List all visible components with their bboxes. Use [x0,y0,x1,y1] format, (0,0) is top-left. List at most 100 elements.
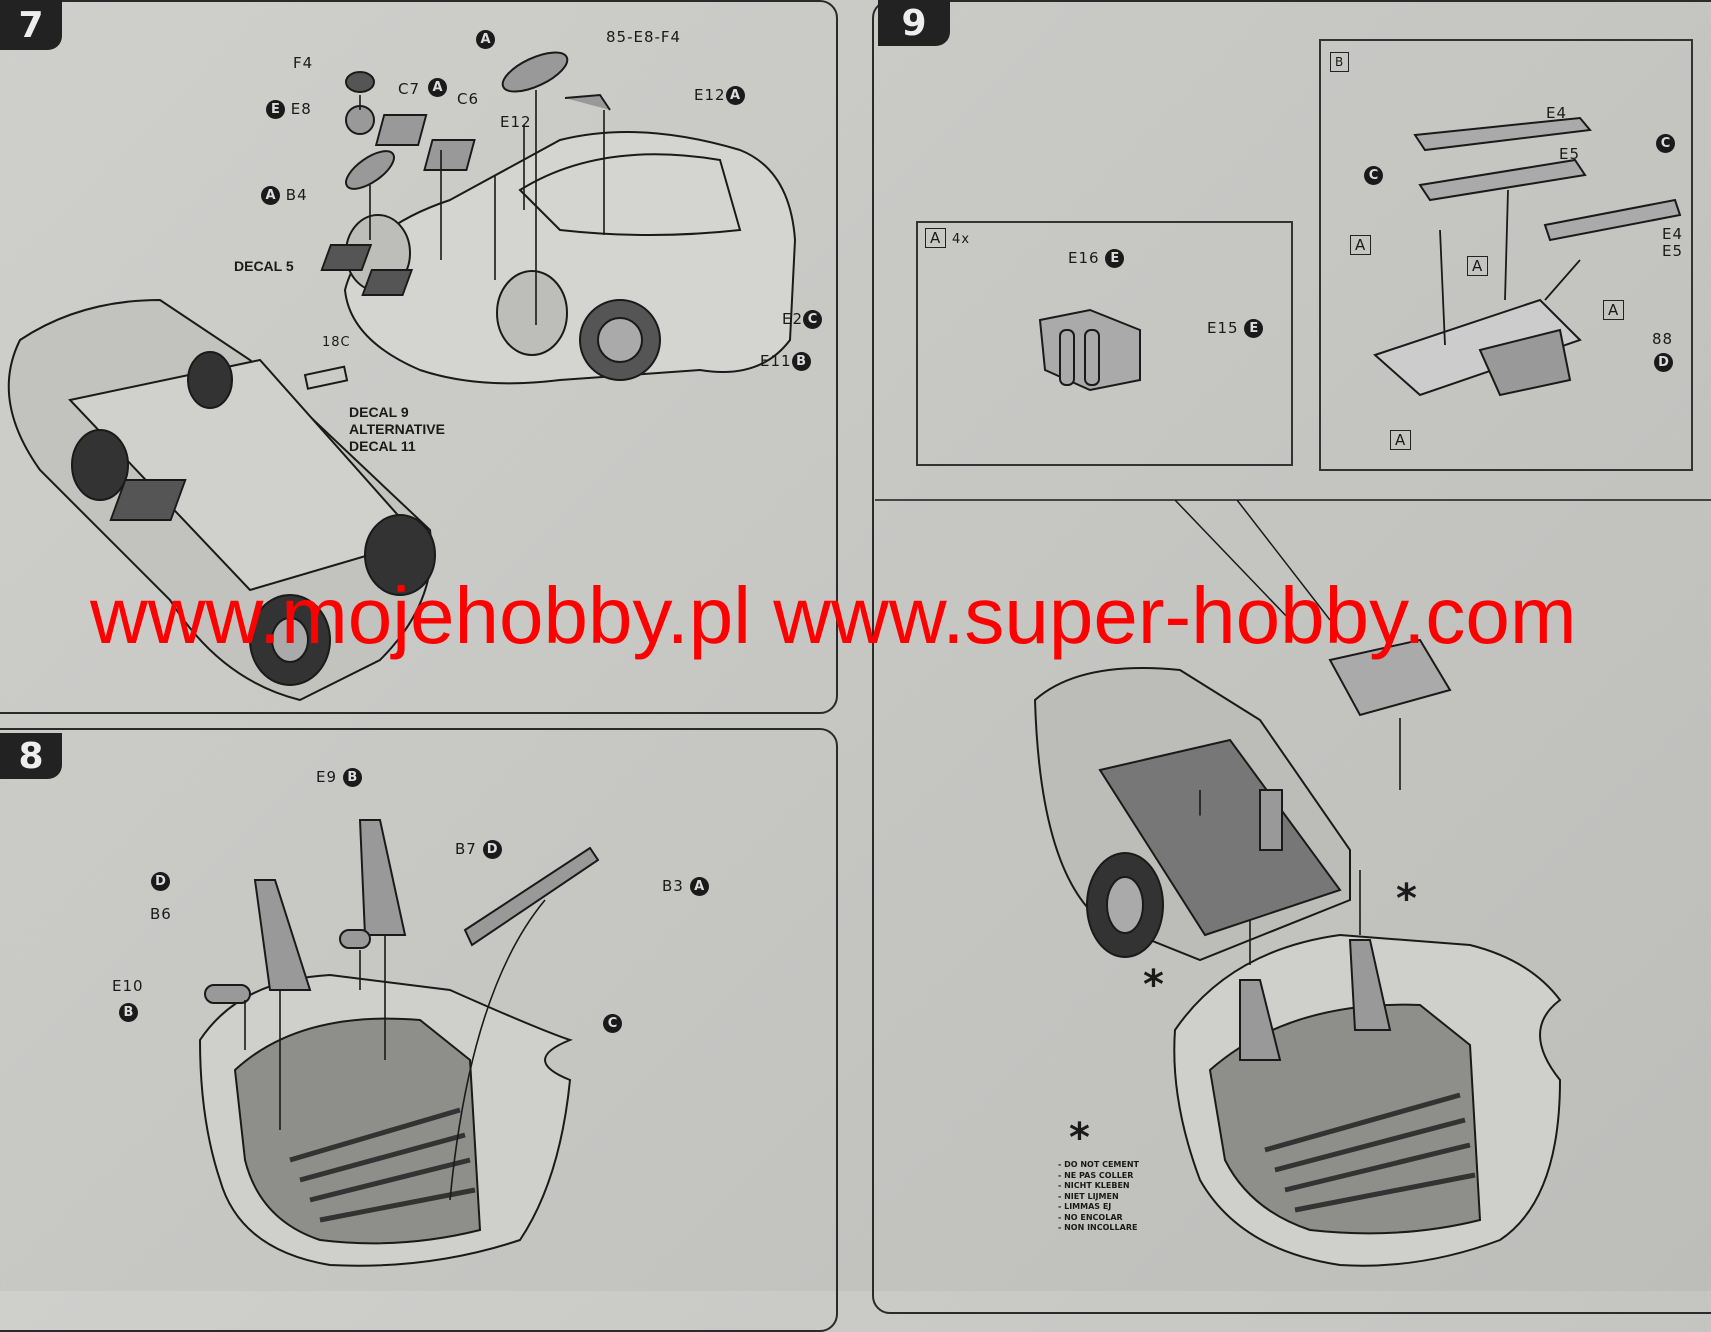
assembly-drawings [7,39,1711,1267]
part-e9: E9 [316,768,338,786]
inset-a-tag: A [925,228,947,248]
sprue-b-badge: B [119,1003,138,1022]
chassis-drawing [7,298,436,702]
sprue-c-badge: C [803,310,823,329]
engine-drawing [1373,116,1682,397]
sprue-a-badge: A [476,30,495,49]
do-not-cement-legend: - DO NOT CEMENT - NE PAS COLLER - NICHT … [1058,1160,1139,1234]
decal-11-line: DECAL 11 [349,438,416,454]
sprue-e-badge: E [266,100,285,119]
sprue-a-badge: A [261,186,280,205]
label-c6: C6 [457,90,480,108]
sprue-b-badge: B [342,768,362,787]
label-18c: 18C [322,335,351,350]
label-b8: 88 [1652,330,1674,348]
watermark: www.mojehobby.pl www.super-hobby.com [90,571,1577,660]
ref-a-tag: A [1467,256,1489,276]
part-e12: E12 [694,86,726,104]
label-body-sprue: C [603,1014,622,1033]
label-b7: B7 D [455,840,502,859]
label-e10-sprue: B [119,1003,138,1022]
intake-part-drawing [1038,308,1141,392]
alternative-line: ALTERNATIVE [349,421,445,437]
ref-a-tag: A [1390,430,1412,450]
label-decal-5: DECAL 5 [234,258,294,274]
part-e15: E15 [1207,319,1239,337]
sprue-d-badge: D [151,872,170,891]
legend-line-en: - DO NOT CEMENT [1058,1160,1139,1169]
label-e9: E9 B [316,768,362,787]
label-a-bottom: A [1390,430,1412,450]
part-drawings-step8 [204,819,600,1004]
label-b4: A B4 [261,186,308,205]
label-b3: B3 A [662,877,709,896]
label-a-left: A [1350,235,1372,255]
label-85-e8-f4: 85-E8-F4 [606,28,682,46]
sprue-c-badge: C [603,1014,622,1033]
part-drawings-step7 [345,51,611,190]
asterisk-marker: * [1143,962,1164,1008]
part-e16: E16 [1068,249,1100,267]
part-e11: E11 [760,352,792,370]
part-e8: E8 [290,100,312,118]
label-c-sprue: A [428,78,447,97]
sprue-e-badge: E [1105,249,1125,268]
part-e5: E5 [1662,242,1684,260]
sprue-b-badge: B [791,352,811,371]
step-7-number: 7 [0,0,62,50]
ref-a-tag: A [1603,300,1625,320]
sprue-c-badge: C [1364,166,1383,185]
inset-a-frame [916,221,1293,466]
inset-b-tag-box: B [1330,52,1350,72]
label-b8-sprue: D [1654,353,1673,372]
asterisk-legend-marker: * [1069,1115,1090,1161]
label-e5: E5 [1559,145,1581,163]
label-e12-a: E12 [500,113,532,131]
label-a-mid: A [1467,256,1489,276]
decal-outline [303,365,349,390]
label-decal-9: DECAL 9 ALTERNATIVE DECAL 11 [349,404,445,455]
asterisk-marker: * [1396,876,1417,922]
label-f4: F4 [293,54,314,72]
label-top-sprue: A [476,30,495,49]
label-e15: E15 E [1207,319,1264,338]
car-rear-drawing-step9 [1033,638,1452,962]
label-b6: B6 [150,905,172,923]
inset-a-qty: 4x [952,232,971,247]
rear-body-drawing-step8 [198,973,573,1267]
sprue-e-badge: E [1244,319,1264,338]
sprue-a-badge: A [428,78,447,97]
inset-a-header: A 4x [925,228,970,248]
legend-line-fr: - NE PAS COLLER [1058,1170,1134,1180]
label-c-right: C [1656,134,1675,153]
legend-line-sv: - LIMMAS EJ [1058,1202,1112,1211]
part-b7: B7 [455,840,477,858]
decal-9-line: DECAL 9 [349,404,409,420]
label-a-right: A [1603,300,1625,320]
sprue-d-badge: D [1654,353,1673,372]
part-e4: E4 [1662,225,1684,243]
step-7-panel [0,0,838,714]
sprue-d-badge: D [482,840,502,859]
legend-line-de: - NICHT KLEBEN [1058,1181,1130,1190]
part-b4: B4 [285,186,308,204]
step-8-number: 8 [0,733,62,779]
label-b6-sprue: D [151,872,170,891]
inset-b-tag: B [1330,52,1350,72]
part-b3: B3 [662,877,684,895]
car-body-drawing [320,131,797,385]
step-9-number: 9 [878,0,950,46]
sprue-a-badge: A [689,877,709,896]
ref-a-tag: A [1350,235,1372,255]
sprue-a-badge: A [725,86,745,105]
label-c7: C7 [398,80,421,98]
rear-body-drawing-step9 [1173,718,1562,1267]
arrows-step7 [359,90,605,325]
label-e10: E10 [112,977,144,995]
label-e16: E16 E [1068,249,1125,268]
arrows-step8 [244,899,546,1201]
